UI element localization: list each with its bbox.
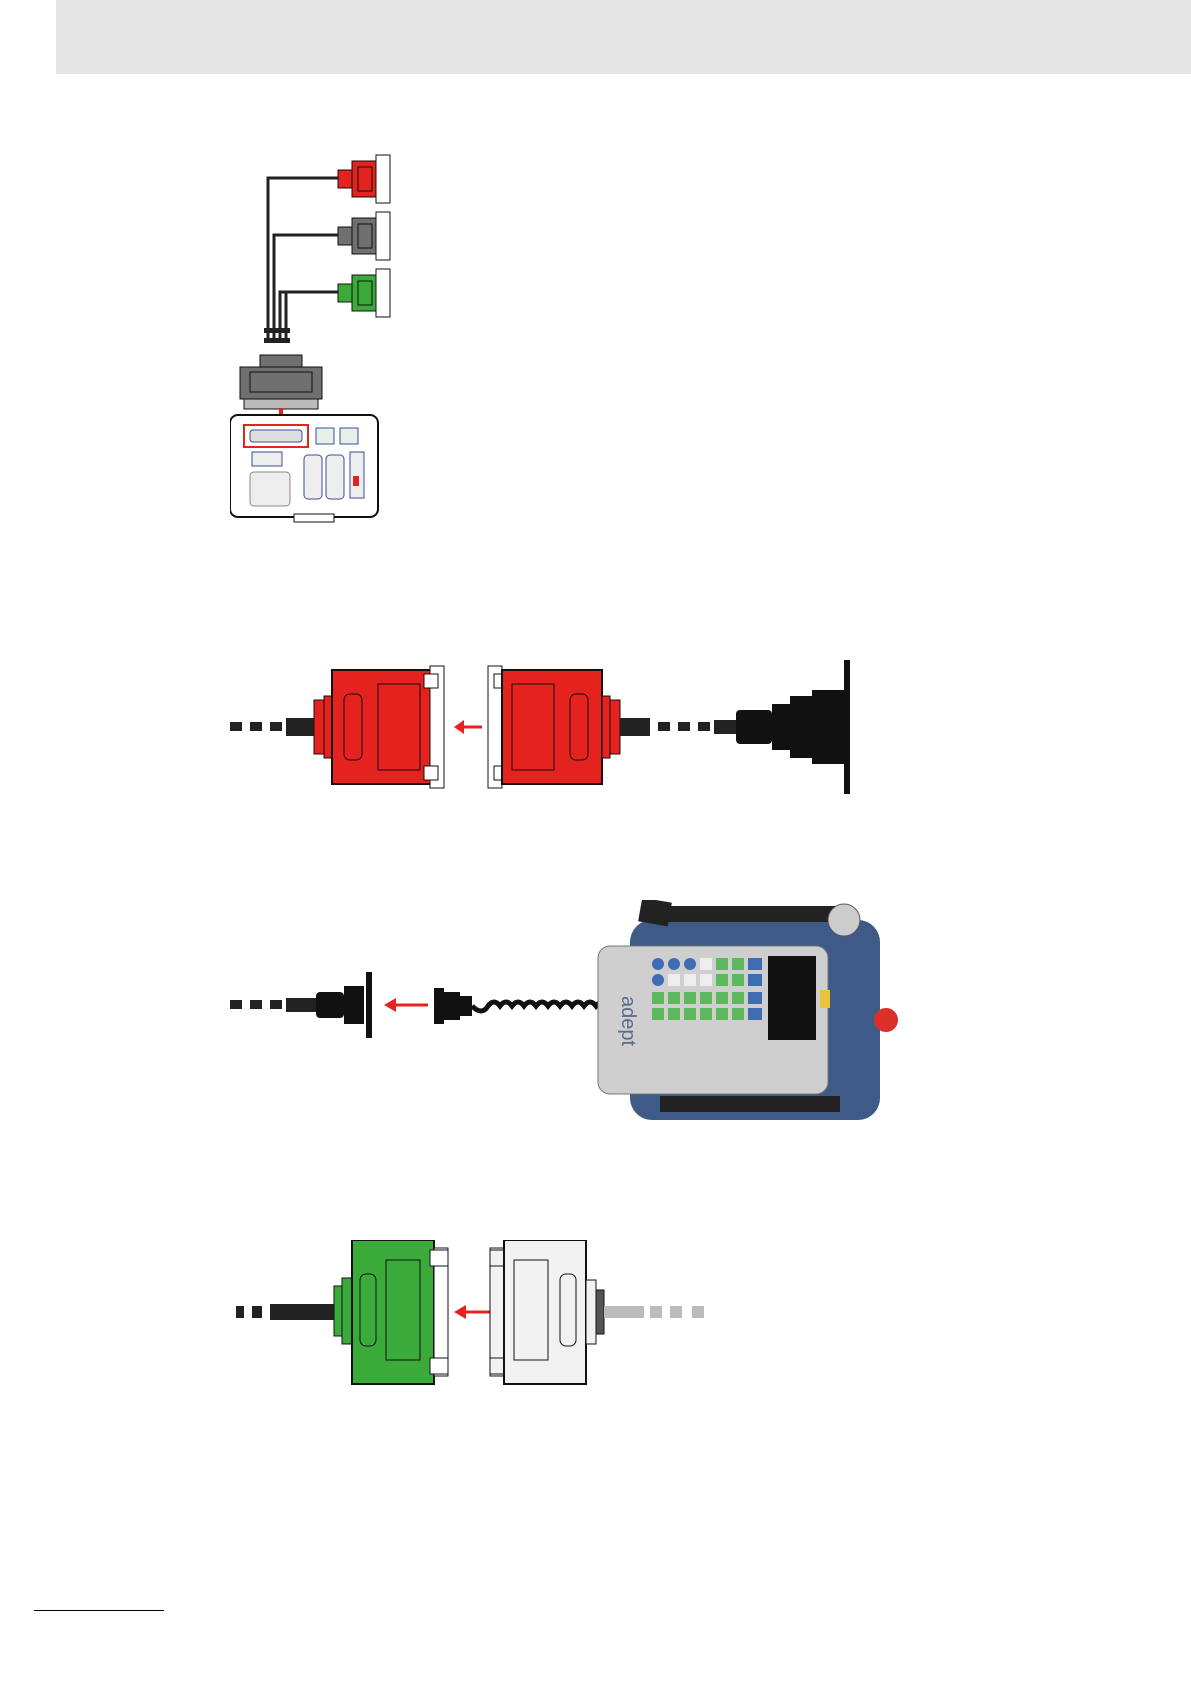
green-dsub-connector (338, 269, 390, 317)
pendant-brand-label: adept (617, 996, 639, 1046)
footer-rule (34, 1610, 164, 1611)
middle-cable-dashes (620, 718, 736, 736)
white-connector (490, 1240, 604, 1384)
teach-pendant: adept (598, 900, 898, 1120)
gray-dsub-connector (338, 212, 390, 260)
main-dsub-connector (240, 355, 322, 409)
red-dsub-connector (338, 155, 390, 203)
mating-arrow (454, 720, 482, 734)
controller-panel (230, 415, 378, 522)
red-connector-pair-figure (230, 660, 950, 820)
page-header-bar (56, 0, 1191, 74)
socket-connector (316, 972, 372, 1038)
pendant-connection-figure: adept (230, 900, 950, 1140)
pendant-cable-dashes (230, 998, 316, 1012)
right-gray-cable (604, 1306, 704, 1318)
green-connector (334, 1240, 448, 1384)
pendant-yellow-button (820, 990, 830, 1008)
left-black-cable (236, 1304, 334, 1320)
left-cable-dashes (230, 718, 316, 736)
right-red-connector (488, 666, 620, 788)
round-connector (736, 660, 850, 794)
breakout-cable-figure (230, 150, 430, 560)
plug-arrow (384, 998, 428, 1012)
pendant-plug (434, 988, 472, 1024)
green-white-arrow (454, 1305, 492, 1319)
left-red-connector (314, 666, 444, 788)
pendant-display (768, 956, 816, 1040)
green-to-white-connector-figure (230, 1240, 790, 1390)
breakout-wires (268, 178, 340, 340)
